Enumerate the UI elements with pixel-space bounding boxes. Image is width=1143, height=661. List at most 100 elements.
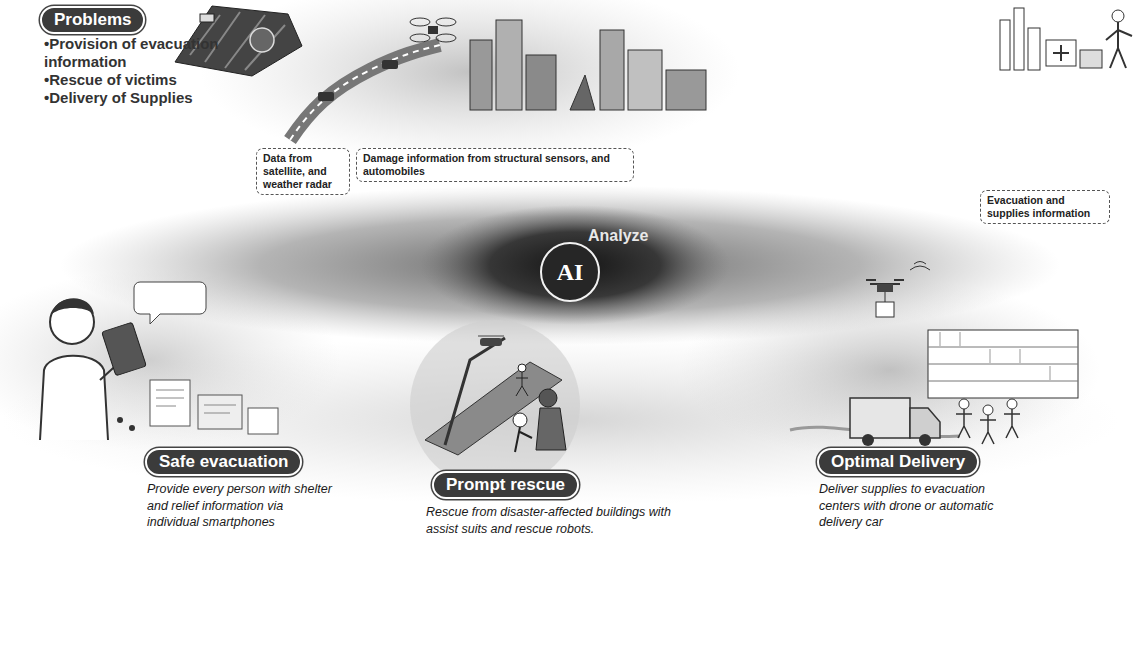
node-label: Prompt rescue [446,475,565,495]
delivery-scene-part [910,262,930,271]
person-with-tablet-part [134,282,206,324]
problem-item: •Delivery of Supplies [44,89,249,107]
node-label: Evacuation and supplies information [987,194,1103,220]
delivery-scene-part [1007,399,1017,409]
node-label: Problems [54,10,131,30]
node-label: Data from satellite, and weather radar [263,152,343,191]
supplies-illustration [1000,8,1132,70]
buildings-part [526,55,556,110]
callout-box: Data from satellite, and weather radar [256,148,350,195]
problems-badge: Problems [40,6,145,34]
drone-sensors-part [410,34,430,42]
buildings-part [666,70,706,110]
person-with-tablet-part [129,425,135,431]
supplies-illustration-part [1112,10,1124,22]
cloud-fill [420,205,730,325]
haze-part [60,185,1060,345]
delivery-scene-part [885,292,886,302]
analyze-cloud: AnalyzeAI [420,205,730,325]
rescue-scene [410,320,580,490]
delivery-scene-part [928,347,1078,381]
delivery-scene-part [919,434,931,446]
buildings-part [570,75,595,110]
result-badge: Prompt rescueRescue from disaster-affect… [432,471,579,499]
road-part [318,92,334,101]
rescue-scene-part [445,338,505,445]
supplies-illustration-part [1080,50,1102,68]
delivery-scene-part [959,399,969,409]
problem-item: •Provision of evacuation information [44,35,249,71]
person-with-tablet-part [117,417,123,423]
road [290,45,440,140]
buildings-part [628,50,662,110]
rescue-scene-part [518,364,526,372]
rescue-scene-part [478,336,504,337]
delivery-scene-part [877,284,893,292]
person-with-tablet-part [156,390,236,413]
supplies-illustration-part [1028,28,1040,70]
delivery-scene-part [866,280,904,284]
drone-sensors-part [436,18,456,26]
delivery-scene-part [983,405,993,415]
person-with-tablet-part [248,408,278,434]
delivery-scene-part [876,302,894,317]
problem-list: •Provision of evacuation information•Res… [44,35,249,107]
buildings [470,20,706,110]
delivery-scene-part [980,415,996,444]
delivery-scene-part [1004,409,1020,438]
drone-sensors [410,18,456,42]
buildings-part [470,40,492,110]
drone-sensors-part [436,34,456,42]
drone-sensors-part [410,18,430,26]
delivery-scene-part [928,330,1078,398]
person-with-tablet-part [198,395,242,429]
buildings-part [496,20,522,110]
road-part [382,60,398,69]
description-text: Provide every person with shelter and re… [147,481,337,530]
haze [0,0,1120,505]
description-text: Deliver supplies to evacuation centers w… [819,481,1014,530]
rescue-scene-part [515,427,532,452]
node-label: Analyze [588,227,648,245]
person-with-tablet [40,282,278,440]
drone-sensors-part [428,26,438,34]
ai-circle: AI [540,242,600,302]
rescue-scene-part [513,413,527,427]
delivery-scene-part [850,398,910,438]
person-with-tablet-part [150,380,190,426]
description-text: Rescue from disaster-affected buildings … [426,504,676,537]
delivery-scene-part [940,332,1050,380]
problem-item: •Rescue of victims [44,71,249,89]
person-with-tablet-part [40,356,108,440]
node-label: Safe evacuation [159,452,288,472]
callout-box: Evacuation and supplies information [980,190,1110,224]
buildings-part [600,30,624,110]
supplies-illustration-part [1046,40,1076,66]
node-label: Optimal Delivery [831,452,965,472]
delivery-scene-part [862,434,874,446]
person-with-tablet-part [52,298,94,314]
supplies-illustration-part [1106,22,1132,68]
rescue-scene-part [516,372,528,396]
delivery-scene-part [956,409,972,438]
rescue-scene-part [539,389,557,407]
rescue-scene-part [536,408,566,450]
road-part [290,45,440,140]
result-badge: Safe evacuationProvide every person with… [145,448,302,476]
node-label: AI [557,259,584,286]
rescue-scene-part [480,338,502,346]
road-part [290,45,440,140]
callout-box: Damage information from structural senso… [356,148,634,182]
satellite-radar-image-part [250,28,274,52]
rescue-scene-part [410,320,580,490]
delivery-scene-part [910,408,940,438]
supplies-illustration-part [1000,20,1010,70]
supplies-illustration-part [1014,8,1024,70]
person-with-tablet-part [102,322,147,376]
result-badge: Optimal DeliveryDeliver supplies to evac… [817,448,979,476]
delivery-scene [790,262,1078,447]
satellite-radar-image-part [200,14,214,22]
supplies-illustration-part [1053,45,1069,61]
node-label: Damage information from structural senso… [363,152,627,178]
